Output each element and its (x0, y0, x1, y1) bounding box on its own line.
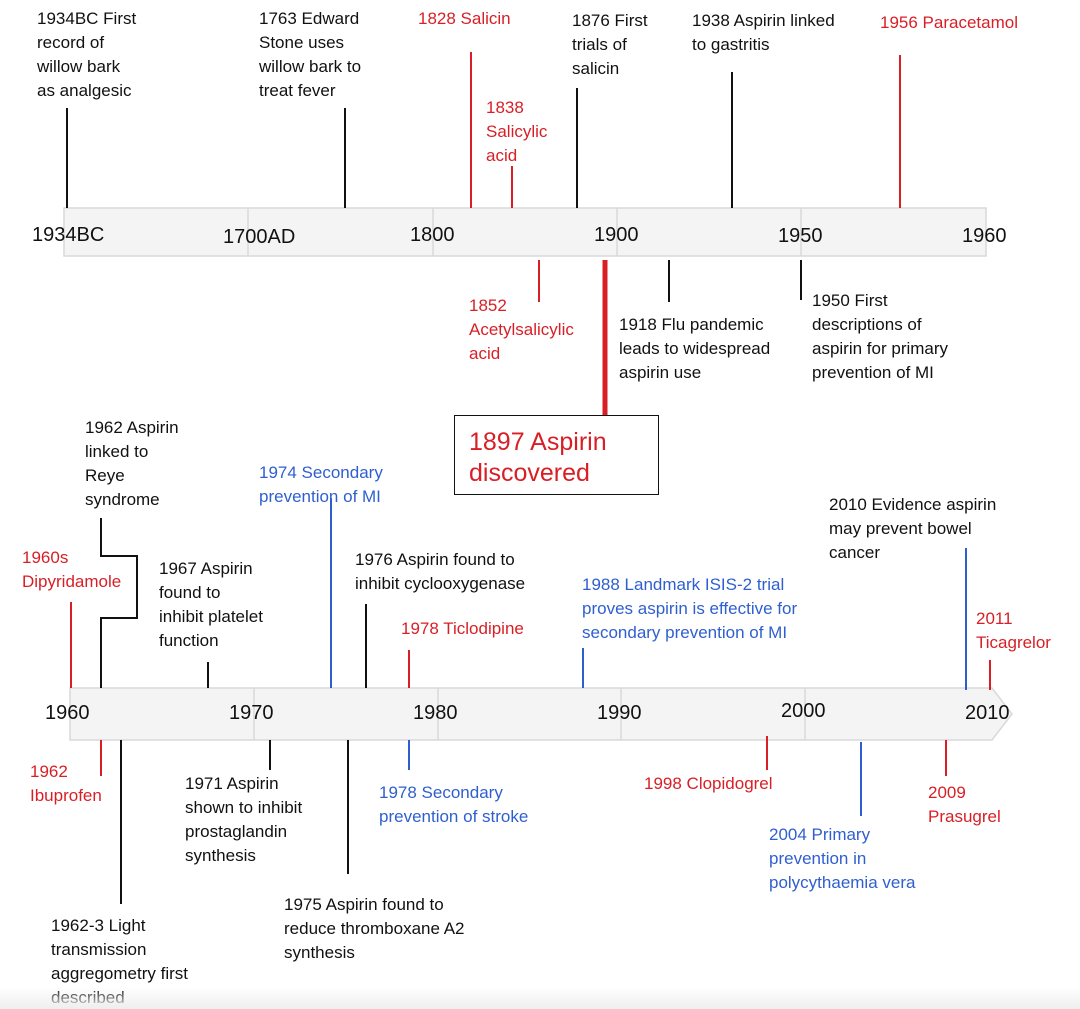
bottom-axis-label: 2010 (965, 702, 1010, 724)
top-axis-label: 1800 (410, 224, 455, 246)
top-axis-bar (63, 207, 987, 257)
top-axis-label: 1700AD (223, 226, 296, 248)
event-label-1852: 1852 Acetylsalicylic acid (469, 296, 574, 363)
event-label-2010: 2010 Evidence aspirin may prevent bowel … (829, 495, 997, 562)
event-label-1962-reye: 1962 Aspirin linked to Reye syndrome (85, 418, 179, 509)
event-label-1978-stroke: 1978 Secondary prevention of stroke (379, 783, 529, 826)
event-label-2011: 2011 Ticagrelor (976, 609, 1051, 652)
bottom-axis-label: 1970 (229, 702, 274, 724)
event-label-1918: 1918 Flu pandemic leads to widespread as… (619, 315, 771, 382)
bottom-axis-label: 1980 (413, 702, 458, 724)
event-label-2004: 2004 Primary prevention in polycythaemia… (769, 825, 916, 892)
bottom-axis-label: 1960 (45, 702, 90, 724)
event-label-1838: 1838 Salicylic acid (486, 98, 548, 165)
event-label-1974: 1974 Secondary prevention of MI (259, 463, 383, 506)
bottom-axis-label: 2000 (781, 700, 826, 722)
bottom-axis-arrow (69, 687, 1013, 741)
event-label-1763: 1763 Edward Stone uses willow bark to tr… (259, 9, 362, 100)
event-label-1976: 1976 Aspirin found to inhibit cyclooxyge… (355, 550, 526, 593)
bottom-edge-shadow (0, 987, 1080, 1009)
event-label-1998: 1998 Clopidogrel (644, 774, 773, 793)
top-axis-label: 1950 (778, 225, 823, 247)
top-axis-label: 1960 (962, 225, 1007, 247)
aspirin-discovered-box: 1897 Aspirin discovered (454, 415, 659, 495)
event-label-1938: 1938 Aspirin linked to gastritis (692, 11, 835, 54)
top-axis-label: 1900 (594, 224, 639, 246)
event-label-1956: 1956 Paracetamol (880, 13, 1018, 32)
top-axis-label: 1934BC (32, 224, 105, 246)
event-label-1978-ticlodipine: 1978 Ticlodipine (401, 619, 524, 638)
bottom-axis-label: 1990 (597, 702, 642, 724)
event-label-1975: 1975 Aspirin found to reduce thromboxane… (284, 895, 465, 962)
event-label-1962-ibuprofen: 1962 Ibuprofen (30, 762, 102, 805)
event-label-1876: 1876 First trials of salicin (572, 11, 648, 78)
event-label-2009: 2009 Prasugrel (928, 783, 1001, 826)
event-label-1967: 1967 Aspirin found to inhibit platelet f… (159, 559, 263, 650)
event-label-1950: 1950 First descriptions of aspirin for p… (812, 291, 949, 382)
event-label-1828: 1828 Salicin (418, 9, 511, 28)
event-label-1988: 1988 Landmark ISIS-2 trial proves aspiri… (582, 575, 798, 642)
event-label-1960s: 1960s Dipyridamole (22, 548, 122, 591)
connector-1962-reye (100, 518, 138, 688)
event-label-1934bc: 1934BC First record of willow bark as an… (37, 9, 137, 100)
event-label-1971: 1971 Aspirin shown to inhibit prostaglan… (185, 774, 303, 865)
